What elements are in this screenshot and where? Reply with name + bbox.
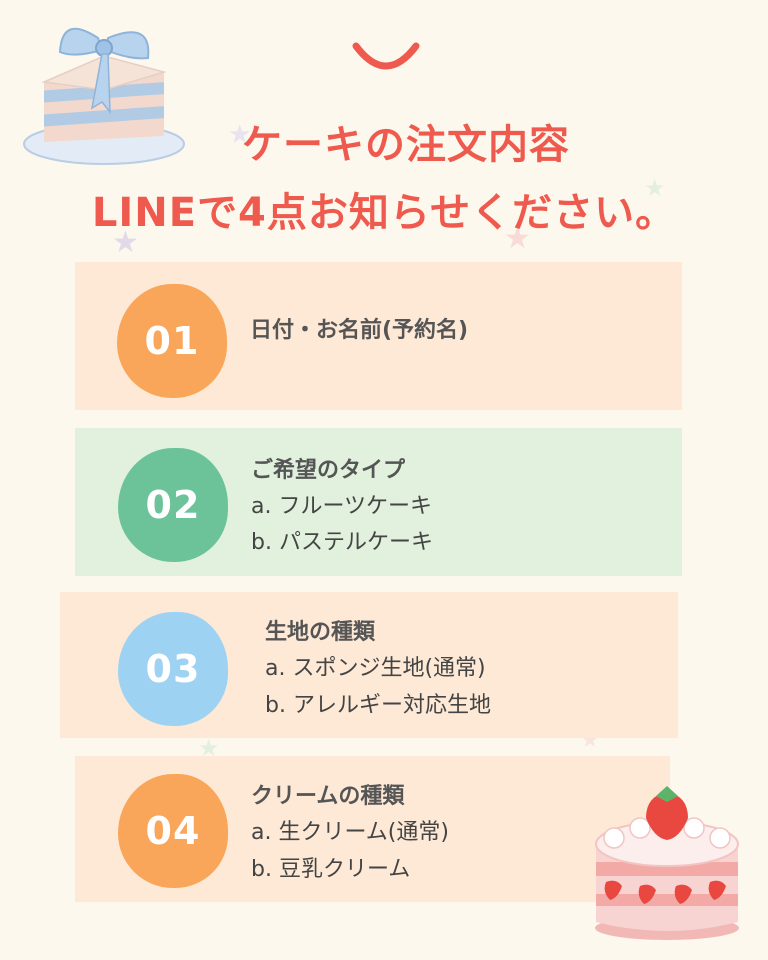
star-icon: ★ — [198, 734, 220, 762]
step-number-badge-4: 04 — [118, 774, 228, 888]
step-number-badge-3: 03 — [118, 612, 228, 726]
step-number-badge-2: 02 — [118, 448, 228, 562]
step-2-option-b: b. パステルケーキ — [251, 530, 433, 555]
star-icon: ★ — [228, 120, 252, 150]
page-title-line-1: ケーキの注文内容 — [242, 122, 570, 168]
strawberry-cake-icon — [595, 786, 739, 940]
step-2-option-a: a. フルーツケーキ — [251, 494, 433, 519]
step-3-option-b: b. アレルギー対応生地 — [265, 693, 491, 718]
step-3-option-a: a. スポンジ生地(通常) — [265, 656, 486, 681]
page-title-line-2: LINEで4点お知らせください。 — [91, 190, 677, 236]
step-number-badge-1: 01 — [117, 284, 227, 398]
step-4-title: クリームの種類 — [251, 784, 405, 809]
smile-icon — [352, 42, 420, 70]
step-2-title: ご希望のタイプ — [251, 458, 406, 483]
step-4-option-b: b. 豆乳クリーム — [251, 857, 411, 882]
ribbon-cake-icon — [23, 27, 185, 165]
star-icon: ★ — [644, 174, 666, 202]
step-4-option-a: a. 生クリーム(通常) — [251, 820, 449, 845]
step-3-title: 生地の種類 — [265, 620, 376, 645]
star-icon: ★ — [112, 225, 139, 260]
star-icon: ★ — [504, 221, 531, 256]
step-1-title: 日付・お名前(予約名) — [250, 318, 469, 343]
